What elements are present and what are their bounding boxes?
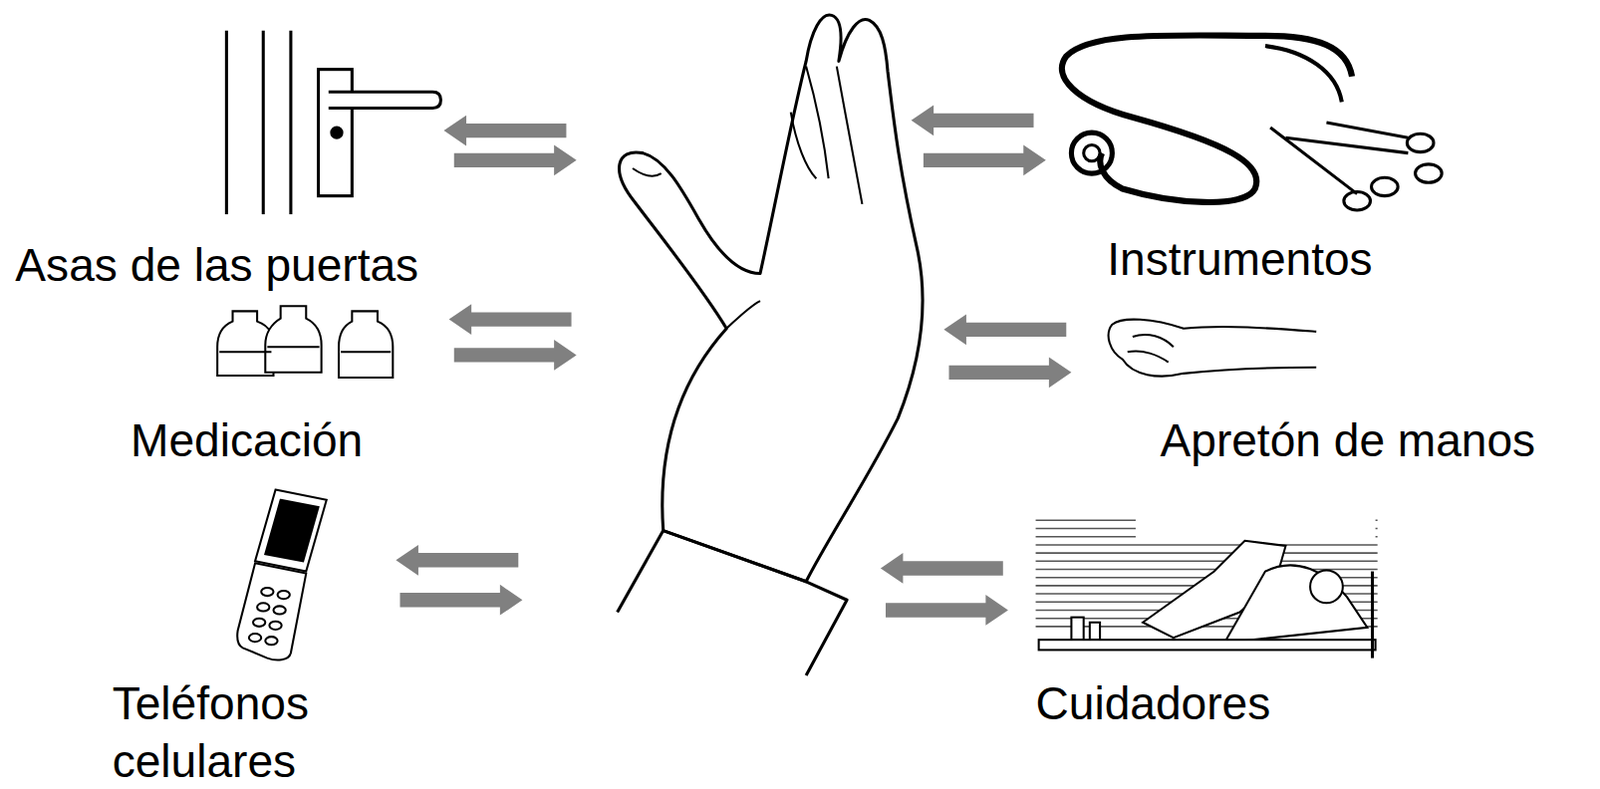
door-handle-icon	[226, 30, 441, 215]
item-label: Apretón de manos	[1160, 411, 1600, 470]
item-label: Medicación	[130, 411, 539, 470]
item-label: Asas de las puertas	[14, 236, 546, 294]
handshake-icon	[1108, 319, 1318, 377]
phone-icon	[237, 490, 327, 661]
instruments-icon	[1062, 34, 1442, 211]
item-label: Cuidadores	[1036, 674, 1445, 733]
item-label: Teléfonos celulares	[112, 674, 378, 789]
medication-icon	[217, 305, 393, 378]
item-label: Instrumentos	[1106, 229, 1516, 287]
hand-illustration	[617, 14, 923, 676]
caregiver-scene	[1036, 515, 1378, 658]
